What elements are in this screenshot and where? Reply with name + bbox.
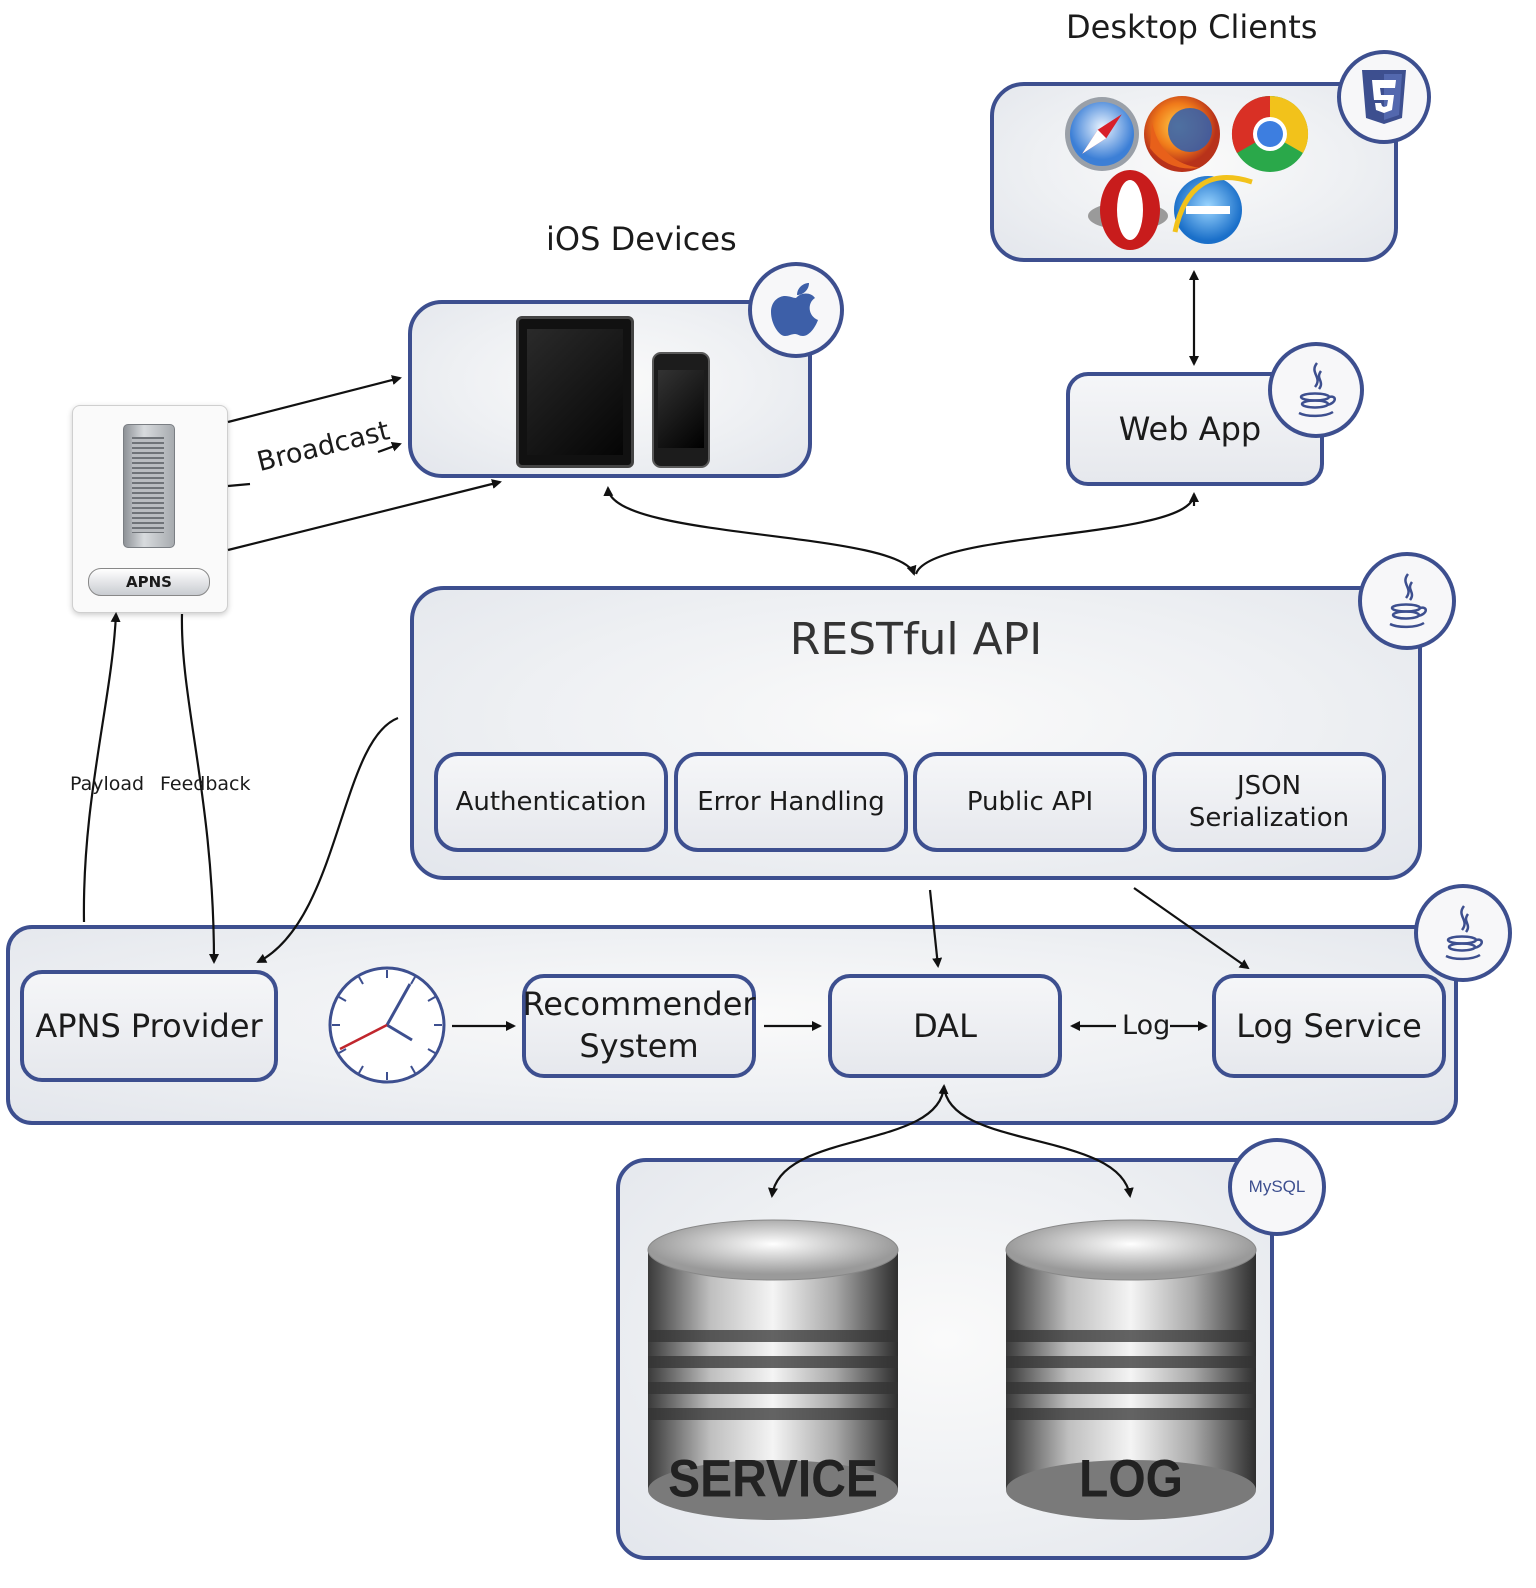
scheduler-clock-icon xyxy=(328,966,446,1084)
apple-icon xyxy=(771,283,818,336)
recommender-system-box: Recommender System xyxy=(522,974,756,1078)
log-service-box: Log Service xyxy=(1212,974,1446,1078)
public-api-module: Public API xyxy=(913,752,1147,852)
json-label: JSON xyxy=(1236,770,1302,801)
restful-api-title: RESTful API xyxy=(789,614,1043,665)
apple-badge xyxy=(748,262,844,358)
safari-icon xyxy=(1065,97,1139,171)
error-handling-module: Error Handling xyxy=(674,752,908,852)
internet-explorer-icon xyxy=(1172,175,1253,244)
authentication-module: Authentication xyxy=(434,752,668,852)
iphone xyxy=(652,352,710,468)
dal-box: DAL xyxy=(828,974,1062,1078)
java-icon xyxy=(1445,905,1483,961)
apns-provider-box: APNS Provider xyxy=(20,970,278,1082)
system-label: System xyxy=(579,1027,699,1065)
desktop-clients-panel xyxy=(990,82,1398,262)
payload-label: Payload xyxy=(70,773,145,795)
database-service-label: SERVICE xyxy=(668,1450,878,1509)
json-serialization-module: JSON Serialization xyxy=(1152,752,1386,852)
restful-java-badge xyxy=(1358,552,1456,650)
opera-icon xyxy=(1088,170,1168,250)
browser-icons xyxy=(1065,95,1309,250)
recommender-label: Recommender xyxy=(522,985,756,1024)
apns-server-card: APNS xyxy=(72,405,228,613)
database-log-label: LOG xyxy=(1079,1450,1183,1509)
desktop-clients-title: Desktop Clients xyxy=(1066,8,1318,46)
html5-badge xyxy=(1337,50,1431,144)
serialization-label: Serialization xyxy=(1188,803,1350,833)
firefox-icon xyxy=(1144,96,1220,172)
server-tower-icon xyxy=(123,424,175,548)
web-app-java-badge xyxy=(1268,342,1364,438)
html5-icon xyxy=(1362,70,1406,124)
feedback-label: Feedback xyxy=(160,773,251,795)
java-icon xyxy=(1389,573,1427,629)
ios-devices-panel xyxy=(408,300,812,478)
backend-java-badge xyxy=(1414,884,1512,982)
mysql-logo-icon: MySQL xyxy=(1248,1177,1306,1196)
chrome-icon xyxy=(1231,95,1309,172)
ipad xyxy=(516,316,634,468)
apns-server-label: APNS xyxy=(88,568,210,596)
ios-devices-title: iOS Devices xyxy=(546,220,737,258)
java-icon xyxy=(1298,362,1336,418)
log-edge-label: Log xyxy=(1122,1010,1171,1041)
